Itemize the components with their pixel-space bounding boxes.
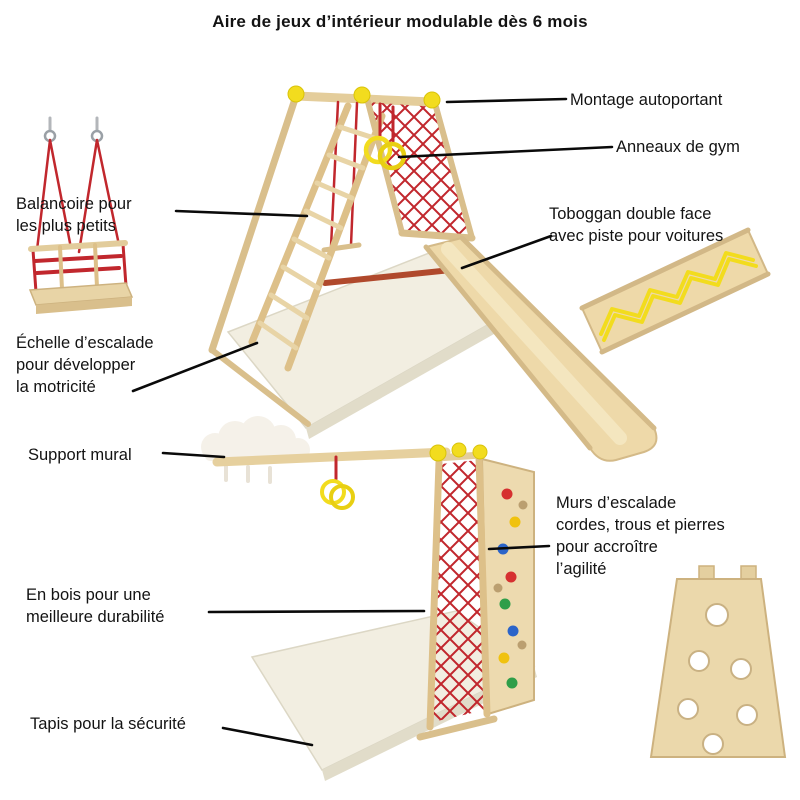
swing-seat [28,240,134,314]
cloud-shelf [201,416,310,484]
slide [423,235,658,462]
label-en-bois: En bois pour une meilleure durabilité [26,586,165,626]
label-anneaux-de-gym: Anneaux de gym [616,138,740,156]
label-toboggan: Toboggan double face avec piste pour voi… [549,205,724,245]
page-title: Aire de jeux d’intérieur modulable dès 6… [212,12,588,31]
callout-lines [131,97,614,747]
callout-line-tapis [221,726,314,747]
climbing-board-with-holes [649,565,787,758]
callout-line-montage [445,97,568,104]
wall-beam [212,447,451,467]
rope-net [365,99,476,242]
board-holes [677,603,758,755]
double-sided-slide-board [579,227,771,355]
a-frame-playset [208,85,658,462]
wall-mounted-playset [201,416,537,781]
yellow-caps [287,85,441,109]
wall-yellow-caps [429,442,488,462]
label-support-mural: Support mural [28,446,132,464]
callout-line-bois [207,609,426,614]
vertical-net-frame [416,451,498,741]
callout-line-echelle [131,341,259,393]
label-montage-autoportant: Montage autoportant [570,91,723,109]
back-leg [208,92,300,354]
callout-line-anneaux [397,145,614,159]
yellow-car-track [599,251,758,342]
bottom-beam [209,347,311,427]
swing-ropes [31,138,128,294]
callout-line-balancoire [174,209,309,218]
label-balancoire: Balancoire pour les plus petits [16,195,132,235]
callout-line-support [161,451,226,459]
callout-line-toboggan [460,234,553,270]
swing-hooks [43,116,104,143]
wall-gym-rings [320,455,355,510]
callout-line-murs [487,544,551,551]
label-murs-escalade: Murs d’escalade cordes, trous et pierres… [556,494,725,578]
label-tapis-securite: Tapis pour la sécurité [30,715,186,733]
label-echelle-escalade: Échelle d’escalade pour développer la mo… [16,334,154,396]
toddler-swing [28,116,134,314]
climbing-hold-panel [480,457,535,716]
